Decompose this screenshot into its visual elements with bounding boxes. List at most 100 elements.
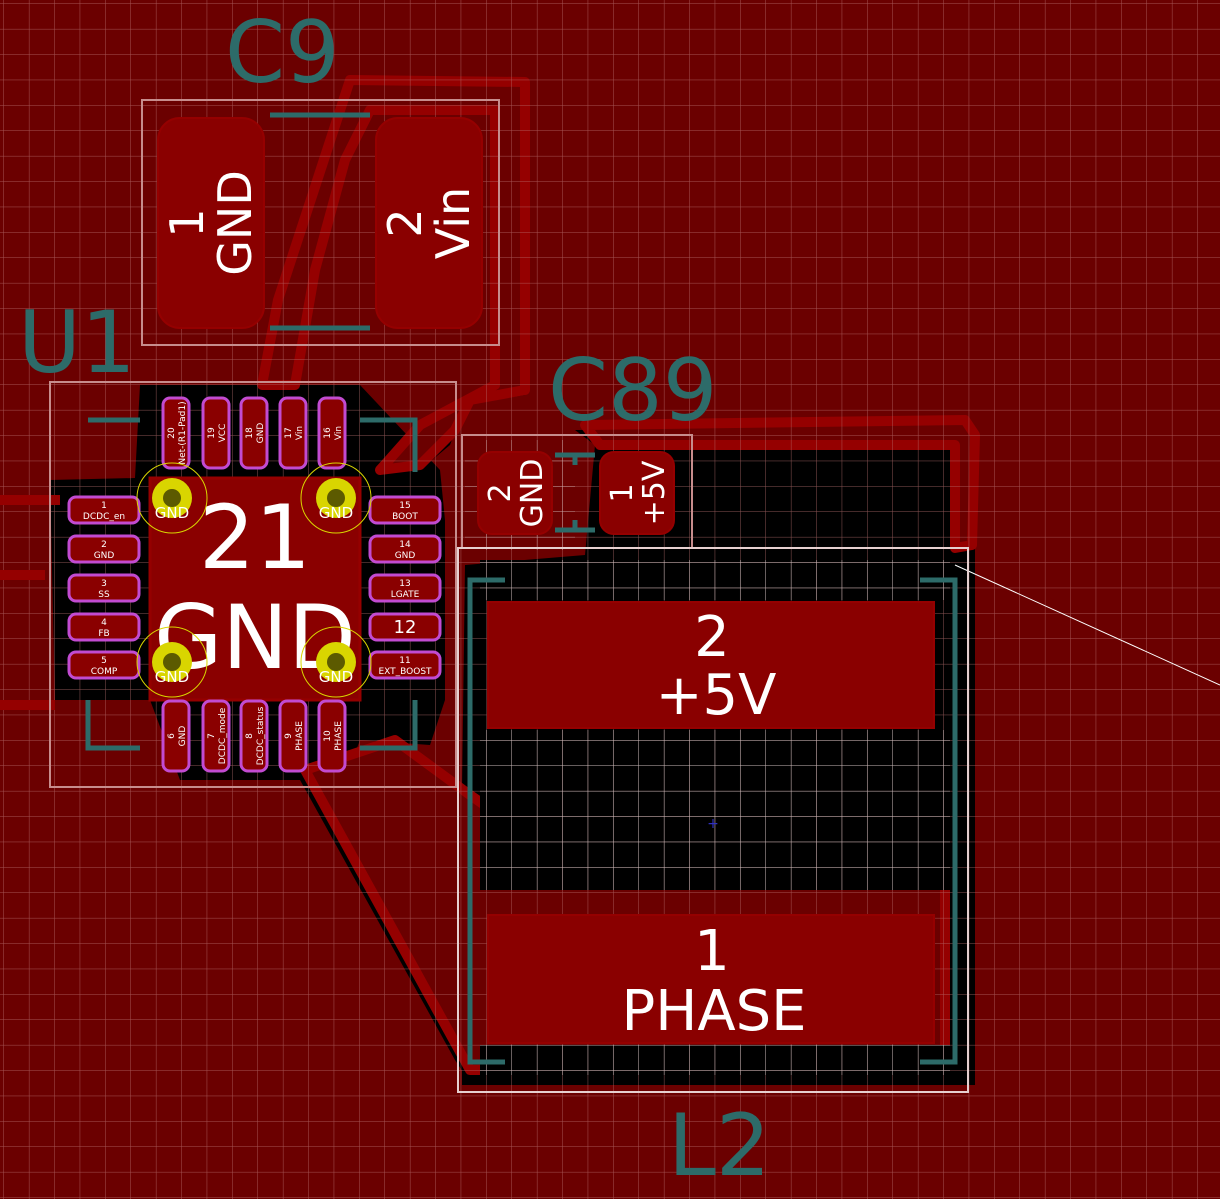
- u1-via-label: GND: [319, 504, 353, 522]
- u1-thermal-via[interactable]: GND: [300, 462, 372, 534]
- u1-pin-3-number: 3: [101, 579, 107, 589]
- u1-pin-12-number: 12: [394, 617, 417, 638]
- u1-pin-5-number: 5: [101, 656, 107, 666]
- u1-courtyard: [49, 381, 457, 788]
- u1-pin-1-net: DCDC_en: [83, 512, 125, 522]
- l2-pad-2[interactable]: 2 +5V: [487, 601, 935, 729]
- u1-pin-11-number: 11: [399, 656, 410, 666]
- u1-pin-4-net: FB: [98, 629, 109, 639]
- u1-pin-16-number: 16: [323, 427, 333, 439]
- u1-pin-10-net: PHASE: [334, 721, 344, 751]
- component-c9[interactable]: C9 1 GND 2 Vin: [157, 3, 483, 329]
- u1-pin-3[interactable]: 3SS: [67, 573, 141, 603]
- u1-pin-19-net: VCC: [218, 424, 228, 443]
- c9-pad-2[interactable]: 2 Vin: [375, 117, 483, 329]
- l2-pad-1[interactable]: 1 PHASE: [487, 914, 935, 1044]
- silkscreen: [85, 112, 958, 1065]
- l2-pad-1-net: PHASE: [621, 979, 806, 1044]
- u1-pad-21-number: 21: [199, 486, 311, 589]
- u1-pin-17-number: 17: [284, 427, 294, 438]
- c9-pad-1-number: 1: [160, 208, 214, 237]
- component-c89[interactable]: C89 2 GND 1 +5V: [477, 341, 717, 535]
- l2-pad-2-number: 2: [694, 605, 730, 670]
- u1-pin-6-number: 6: [167, 733, 177, 739]
- u1-thermal-via[interactable]: GND: [136, 462, 208, 534]
- u1-pin-1-number: 1: [101, 501, 107, 511]
- c89-pad-1[interactable]: 1 +5V: [599, 451, 675, 535]
- c9-pad-2-number: 2: [378, 208, 432, 237]
- component-l2[interactable]: L2 2 +5V 1 PHASE +: [487, 601, 935, 1196]
- u1-pin-20-net: Net-(R1-Pad1): [178, 401, 188, 464]
- u1-pin-18-number: 18: [245, 427, 255, 439]
- u1-pin-15-number: 15: [399, 501, 410, 511]
- u1-reference: U1: [18, 293, 136, 393]
- u1-pin-15-net: BOOT: [392, 512, 418, 522]
- c9-pad-2-net: Vin: [426, 187, 480, 259]
- u1-pin-18-net: GND: [256, 423, 266, 444]
- u1-pin-7-number: 7: [207, 733, 217, 739]
- u1-pin-19-number: 19: [207, 427, 217, 439]
- c9-courtyard: [141, 99, 500, 346]
- u1-pin-8-net: DCDC_status: [256, 706, 266, 765]
- u1-pin-12[interactable]: 12: [368, 612, 442, 642]
- c89-pad-2-number: 2: [483, 483, 518, 502]
- u1-via-label: GND: [155, 668, 189, 686]
- u1-pin-14-number: 14: [399, 540, 411, 550]
- u1-pin-13-number: 13: [399, 579, 410, 589]
- l2-courtyard: [457, 547, 969, 1093]
- u1-pin-3-net: SS: [98, 590, 110, 600]
- c89-pad-1-number: 1: [605, 483, 640, 502]
- u1-pin-17-net: Vin: [295, 426, 305, 440]
- u1-via-label: GND: [319, 668, 353, 686]
- c9-pad-1-net: GND: [208, 170, 262, 275]
- component-u1[interactable]: U1 21 GND 1DCDC_en2GND3SS4FB5COMP11EXT_B…: [18, 293, 442, 773]
- u1-pin-8-number: 8: [245, 733, 255, 739]
- u1-pin-6-net: GND: [178, 726, 188, 747]
- l2-pad-1-number: 1: [694, 919, 730, 984]
- u1-thermal-via[interactable]: GND: [136, 626, 208, 698]
- l2-pad-2-net: +5V: [656, 663, 777, 728]
- c9-pad-1[interactable]: 1 GND: [157, 117, 265, 329]
- u1-pin-13-net: LGATE: [391, 590, 420, 600]
- grid-overlay-clearance: [465, 440, 950, 1075]
- u1-pin-9-number: 9: [284, 733, 294, 739]
- u1-pin-16-net: Vin: [334, 426, 344, 440]
- l2-reference: L2: [668, 1096, 771, 1196]
- u1-pin-4[interactable]: 4FB: [67, 612, 141, 642]
- courtyards: [49, 99, 969, 1093]
- c89-pad-1-net: +5V: [637, 460, 672, 525]
- c89-pad-2[interactable]: 2 GND: [477, 451, 553, 535]
- l2-center-marker: +: [707, 816, 719, 832]
- u1-pin-10-number: 10: [323, 730, 333, 742]
- u1-via-label: GND: [155, 504, 189, 522]
- u1-pin-2-number: 2: [101, 540, 107, 550]
- u1-thermal-via[interactable]: GND: [300, 626, 372, 698]
- tracks: [0, 495, 1220, 710]
- c89-pad-2-net: GND: [515, 459, 550, 528]
- u1-pin-11-net: EXT_BOOST: [378, 667, 432, 677]
- u1-pin-5-net: COMP: [91, 667, 118, 677]
- u1-pin-20-number: 20: [167, 427, 177, 439]
- u1-pin-7-net: DCDC_mode: [218, 707, 228, 764]
- u1-pin-4-number: 4: [101, 618, 107, 628]
- u1-pin-9-net: PHASE: [295, 721, 305, 751]
- u1-pin-14-net: GND: [395, 551, 416, 561]
